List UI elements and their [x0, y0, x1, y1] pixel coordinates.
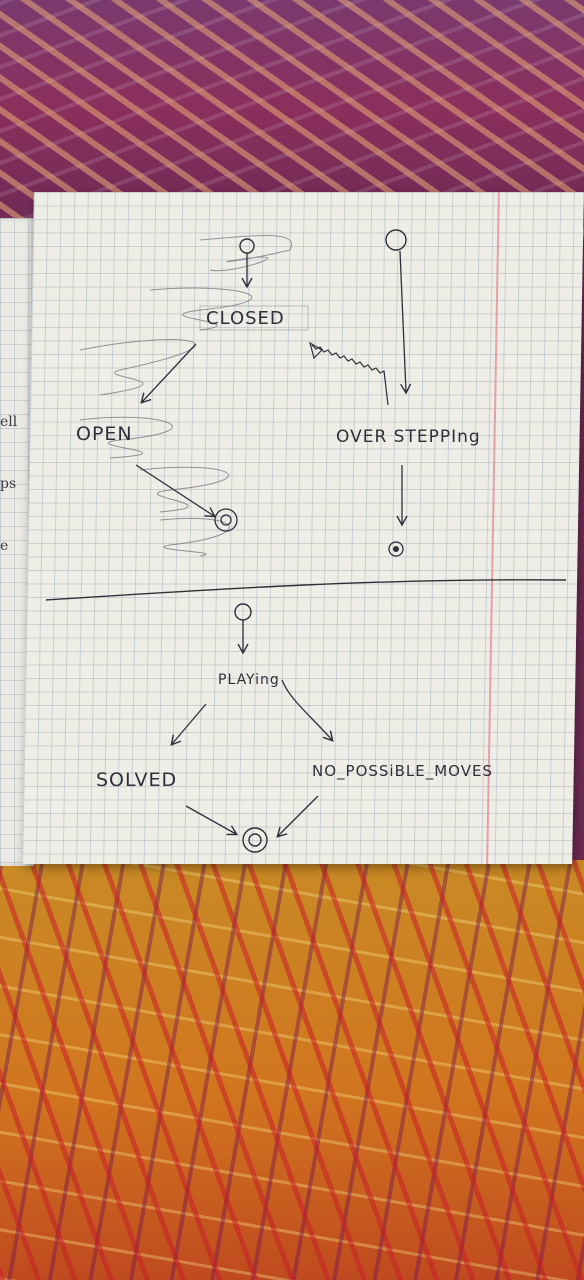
- state-over-stepping: OVER STEPPIng: [336, 427, 481, 447]
- scribble-strokes: [79, 235, 292, 557]
- margin-text: ell: [0, 414, 18, 430]
- transition-arrow: [135, 464, 217, 518]
- state-open: OPEN: [76, 423, 133, 445]
- margin-text: e: [0, 538, 9, 554]
- state-closed: CLOSED: [206, 308, 285, 329]
- transition-arrow: [140, 343, 197, 404]
- initial-state-marker: [385, 229, 407, 251]
- arrow-head: [309, 341, 323, 360]
- final-state-marker-inner: [220, 514, 232, 526]
- initial-state-marker: [239, 238, 255, 254]
- final-state-marker-inner: [248, 833, 262, 847]
- state-playing: PLAYing: [218, 672, 280, 688]
- zigzag-transition: [311, 344, 389, 406]
- state-solved: SOLVED: [96, 769, 177, 791]
- section-divider: [45, 579, 567, 601]
- transition-arrow: [399, 250, 412, 395]
- final-state-marker-inner: [393, 546, 399, 552]
- final-state-marker: [388, 541, 404, 557]
- state-no-possible-moves: NO_POSSiBLE_MOVES: [312, 762, 493, 781]
- final-state-marker: [242, 827, 268, 853]
- transition-arrow: [185, 805, 239, 836]
- transition-arrow: [281, 679, 334, 742]
- final-state-marker: [214, 508, 238, 532]
- transition-arrow: [276, 795, 319, 838]
- fabric-background-bottom: [0, 860, 584, 1280]
- margin-text: ps: [0, 476, 17, 492]
- transition-arrow: [170, 703, 207, 746]
- initial-state-marker: [234, 603, 252, 621]
- state-box: [199, 305, 309, 331]
